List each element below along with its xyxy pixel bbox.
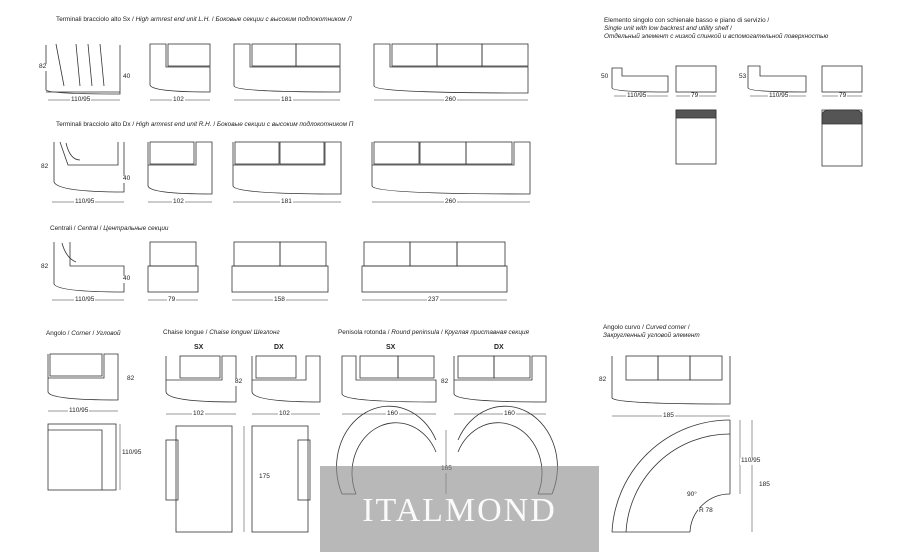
label-dx-penisola: DX: [494, 344, 504, 351]
dim-90-deg: 90°: [686, 491, 698, 499]
title-chaise: Chaise longue / Chaise longue/ Шезлонг: [163, 329, 280, 336]
dim-110-95-single-2: 110/95: [768, 92, 790, 100]
label-sx-chaise: SX: [194, 344, 204, 351]
dim-40-row2: 40: [122, 175, 132, 183]
dim-181-row1: 181: [280, 96, 293, 104]
dim-53-single: 53: [738, 73, 748, 81]
dim-50-single: 50: [600, 73, 610, 81]
dim-r78: R 78: [698, 507, 714, 515]
title-penisola: Penisola rotonda / Round peninsula / Кру…: [338, 329, 529, 336]
dim-79-row3: 79: [167, 296, 177, 304]
label-dx-chaise: DX: [274, 344, 284, 351]
dim-110-95-curvo: 110/95: [740, 457, 762, 465]
dim-40-row3: 40: [122, 275, 132, 283]
dim-79-single-2: 79: [838, 92, 848, 100]
dim-82-row3: 82: [40, 263, 50, 271]
dim-102-row2: 102: [172, 198, 185, 206]
label-sx-penisola: SX: [386, 344, 396, 351]
dim-185-curvo: 185: [662, 412, 675, 420]
watermark-overlay: ITALMOND: [320, 466, 599, 552]
title-elemento-singolo: Elemento singolo con schienale basso e p…: [604, 17, 829, 40]
dim-158-row3: 158: [273, 296, 286, 304]
dim-82-row1: 82: [38, 63, 48, 71]
title-terminal-sx: Terminali bracciolo alto Sx / High armre…: [56, 16, 352, 23]
dim-82-row2: 82: [40, 163, 50, 171]
row-terminal-dx-drawings: [53, 141, 531, 195]
elemento-singolo-drawings: [611, 65, 863, 167]
dim-40-row1: 40: [122, 73, 132, 81]
dim-110-95-corner-side: 110/95: [121, 449, 143, 457]
dim-82-corner: 82: [126, 375, 136, 383]
dim-82-curvo: 82: [598, 376, 608, 384]
dim-160-penisola-dx: 160: [503, 410, 516, 418]
dim-175-chaise: 175: [258, 473, 271, 481]
dim-110-95-single: 110/95: [626, 92, 648, 100]
title-terminal-dx: Terminali bracciolo alto Dx / High armre…: [56, 121, 354, 128]
dim-260-row2: 260: [444, 198, 457, 206]
dim-102-row1: 102: [172, 96, 185, 104]
dim-79-single: 79: [690, 92, 700, 100]
dim-260-row1: 260: [444, 96, 457, 104]
row-terminal-sx-drawings: [45, 43, 529, 95]
dim-181-row2: 181: [280, 198, 293, 206]
row-centrali-drawings: [53, 241, 508, 293]
dim-110-95-row1: 110/95: [70, 96, 92, 104]
dim-82-penisola: 82: [440, 378, 450, 386]
dim-160-penisola-sx: 160: [386, 410, 399, 418]
watermark-text: ITALMOND: [362, 492, 557, 529]
title-angolo: Angolo / Corner / Угловой: [46, 330, 121, 337]
dim-102-chaise-dx: 102: [278, 410, 291, 418]
dim-110-95-corner: 110/95: [68, 407, 90, 415]
dim-82-chaise: 82: [234, 378, 244, 386]
dim-237-row3: 237: [427, 296, 440, 304]
dim-185-curvo-side: 185: [758, 481, 771, 489]
dim-110-95-row2: 110/95: [74, 198, 96, 206]
dim-102-chaise-sx: 102: [192, 410, 205, 418]
title-centrali: Centrali / Central / Центральные секции: [50, 225, 169, 232]
title-angolo-curvo: Angolo curvo / Curved corner /Закругленн…: [603, 324, 700, 339]
dim-110-95-row3: 110/95: [74, 296, 96, 304]
